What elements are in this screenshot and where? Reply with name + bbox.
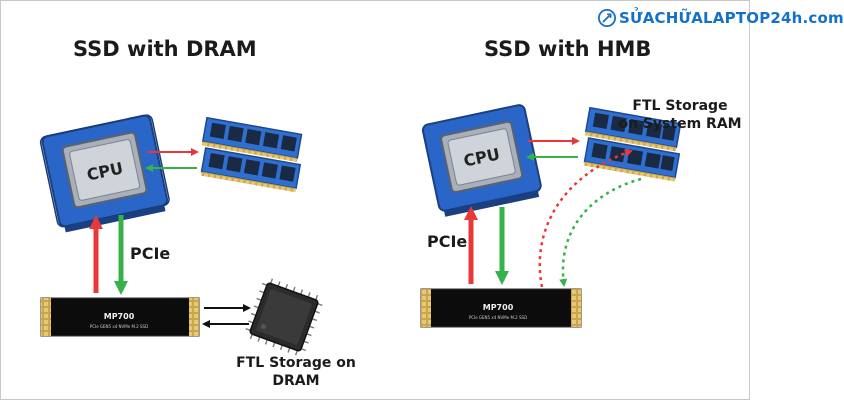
dram-chip bbox=[245, 278, 323, 356]
right-storage-label-line1: FTL Storage bbox=[632, 98, 728, 114]
left-cpu-chip: CPU bbox=[39, 114, 170, 233]
brand-logo-text: SỬACHỮALAPTOP24h.com bbox=[619, 9, 844, 27]
left-ssd-card: MP700 PCIe GEN5 x4 NVMe M.2 SSD bbox=[40, 297, 200, 337]
system-ram-to-ssd-dotted-arrow bbox=[559, 177, 642, 287]
wrench-logo-icon bbox=[598, 9, 616, 27]
left-pcie-label: PCIe bbox=[130, 244, 171, 263]
right-storage-label-line2: on System RAM bbox=[618, 116, 742, 132]
diagram-graphic: CPU MP700 PCIe GEN5 x4 NVM bbox=[39, 104, 682, 356]
left-storage-label-line1: FTL Storage on bbox=[236, 355, 356, 371]
right-ssd-model: MP700 bbox=[483, 303, 514, 312]
left-storage-label: FTL Storage on DRAM bbox=[223, 354, 369, 390]
left-storage-label-line2: DRAM bbox=[272, 373, 320, 389]
right-cpu-chip: CPU bbox=[421, 104, 542, 217]
right-ram-modules bbox=[583, 106, 682, 182]
right-storage-label: FTL Storage on System RAM bbox=[617, 97, 743, 133]
right-ssd-card: MP700 PCIe GEN5 x4 NVMe M.2 SSD bbox=[420, 288, 582, 328]
left-title: SSD with DRAM bbox=[73, 37, 257, 61]
left-ssd-subtext: PCIe GEN5 x4 NVMe M.2 SSD bbox=[90, 324, 148, 329]
right-pcie-label: PCIe bbox=[427, 232, 468, 251]
brand-logo: SỬACHỮALAPTOP24h.com bbox=[598, 9, 844, 27]
right-title: SSD with HMB bbox=[484, 37, 652, 61]
left-ssd-model: MP700 bbox=[104, 312, 135, 321]
right-ssd-subtext: PCIe GEN5 x4 NVMe M.2 SSD bbox=[469, 315, 527, 320]
left-ram-modules bbox=[200, 116, 303, 193]
